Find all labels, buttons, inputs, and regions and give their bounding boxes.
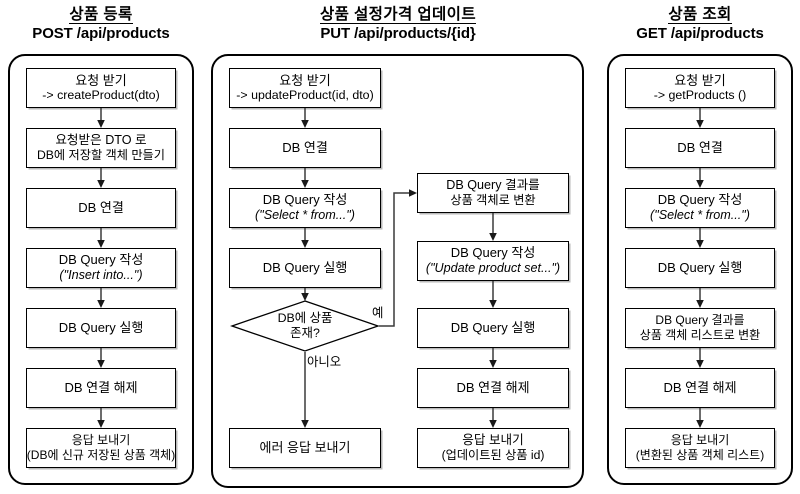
node-line2: -> createProduct(dto) xyxy=(42,88,160,103)
node-create-send-response: 응답 보내기 (DB에 신규 저장된 상품 객체) xyxy=(26,428,176,468)
node-update-convert-result: DB Query 결과를 상품 객체로 변환 xyxy=(417,173,569,213)
panel-read xyxy=(607,54,793,485)
node-line2: (업데이트된 상품 id) xyxy=(441,448,545,463)
node-line1: DB Query 실행 xyxy=(450,320,536,336)
node-update-write-update-query: DB Query 작성 ("Update product set...") xyxy=(417,241,569,281)
node-update-run-update-query: DB Query 실행 xyxy=(417,308,569,348)
column-title-create: 상품 등록 xyxy=(69,6,133,25)
node-line1: DB Query 실행 xyxy=(657,260,743,276)
node-line2: (DB에 신규 저장된 상품 객체) xyxy=(26,448,176,462)
node-line1: DB Query 결과를 xyxy=(655,313,745,328)
node-line1: DB Query 실행 xyxy=(262,260,348,276)
node-line1: DB 연결 xyxy=(282,140,328,156)
node-line2: ("Insert into...") xyxy=(59,268,143,283)
column-heading-read: 상품 조회 GET /api/products xyxy=(605,6,795,43)
node-line2: ("Update product set...") xyxy=(425,261,561,276)
node-create-run-query: DB Query 실행 xyxy=(26,308,176,348)
node-line1: DB 연결 xyxy=(677,140,723,156)
edge-label-yes: 예 xyxy=(372,306,384,320)
node-line1: DB 연결 xyxy=(78,200,124,216)
node-read-write-query: DB Query 작성 ("Select * from...") xyxy=(625,188,775,228)
node-line2: 상품 객체 리스트로 변환 xyxy=(639,328,761,342)
panel-create xyxy=(8,54,194,485)
node-read-receive-request: 요청 받기 -> getProducts () xyxy=(625,68,775,108)
column-endpoint-read: GET /api/products xyxy=(636,25,764,43)
node-read-db-connect: DB 연결 xyxy=(625,128,775,168)
column-heading-create: 상품 등록 POST /api/products xyxy=(8,6,194,43)
node-update-db-disconnect: DB 연결 해제 xyxy=(417,368,569,408)
node-line1: DB 연결 해제 xyxy=(64,380,138,396)
node-update-run-select-query: DB Query 실행 xyxy=(229,248,381,288)
node-create-db-disconnect: DB 연결 해제 xyxy=(26,368,176,408)
node-line1: 응답 보내기 xyxy=(71,433,131,448)
node-line1: DB Query 실행 xyxy=(58,320,144,336)
node-line1: DB 연결 해제 xyxy=(456,380,530,396)
node-line1: DB Query 작성 xyxy=(450,245,536,261)
node-line1: 요청 받기 xyxy=(75,72,127,88)
node-update-send-error-response: 에러 응답 보내기 xyxy=(229,428,381,468)
node-create-db-connect: DB 연결 xyxy=(26,188,176,228)
node-line2: 상품 객체로 변환 xyxy=(450,193,536,208)
node-read-send-response: 응답 보내기 (변환된 상품 객체 리스트) xyxy=(625,428,775,468)
node-read-run-query: DB Query 실행 xyxy=(625,248,775,288)
node-update-receive-request: 요청 받기 -> updateProduct(id, dto) xyxy=(229,68,381,108)
node-line1: DB Query 작성 xyxy=(58,252,144,268)
node-line1: DB Query 작성 xyxy=(657,192,743,208)
node-line2: DB에 저장할 객체 만들기 xyxy=(36,148,165,163)
node-line2: (변환된 상품 객체 리스트) xyxy=(635,448,765,462)
node-create-receive-request: 요청 받기 -> createProduct(dto) xyxy=(26,68,176,108)
node-line1: 요청받은 DTO 로 xyxy=(55,132,147,147)
node-line1: DB Query 결과를 xyxy=(446,177,540,192)
column-endpoint-create: POST /api/products xyxy=(32,25,170,43)
node-create-build-entity: 요청받은 DTO 로 DB에 저장할 객체 만들기 xyxy=(26,128,176,168)
node-update-product-exists-decision: DB에 상품 존재? xyxy=(229,300,381,352)
column-endpoint-update: PUT /api/products/{id} xyxy=(320,25,476,43)
node-line2: ("Select * from...") xyxy=(650,208,750,223)
node-line1: 에러 응답 보내기 xyxy=(259,440,351,456)
column-title-read: 상품 조회 xyxy=(668,6,732,25)
node-line1: 요청 받기 xyxy=(674,72,726,88)
column-title-update: 상품 설정가격 업데이트 xyxy=(319,6,476,25)
column-heading-update: 상품 설정가격 업데이트 PUT /api/products/{id} xyxy=(205,6,591,43)
node-update-db-connect: DB 연결 xyxy=(229,128,381,168)
node-line1: DB 연결 해제 xyxy=(663,380,737,396)
panel-update xyxy=(211,54,584,488)
node-read-db-disconnect: DB 연결 해제 xyxy=(625,368,775,408)
node-update-send-response: 응답 보내기 (업데이트된 상품 id) xyxy=(417,428,569,468)
node-line1: 응답 보내기 xyxy=(670,433,730,448)
node-update-write-select-query: DB Query 작성 ("Select * from...") xyxy=(229,188,381,228)
edge-label-no: 아니오 xyxy=(307,355,342,369)
node-line2: -> updateProduct(id, dto) xyxy=(236,88,374,103)
node-create-write-query: DB Query 작성 ("Insert into...") xyxy=(26,248,176,288)
node-line1: 요청 받기 xyxy=(279,72,331,88)
node-read-convert-result-list: DB Query 결과를 상품 객체 리스트로 변환 xyxy=(625,308,775,348)
node-line2: -> getProducts () xyxy=(653,88,747,103)
node-line2: ("Select * from...") xyxy=(255,208,355,223)
node-line1: DB Query 작성 xyxy=(262,192,348,208)
node-line1: 응답 보내기 xyxy=(462,432,524,447)
